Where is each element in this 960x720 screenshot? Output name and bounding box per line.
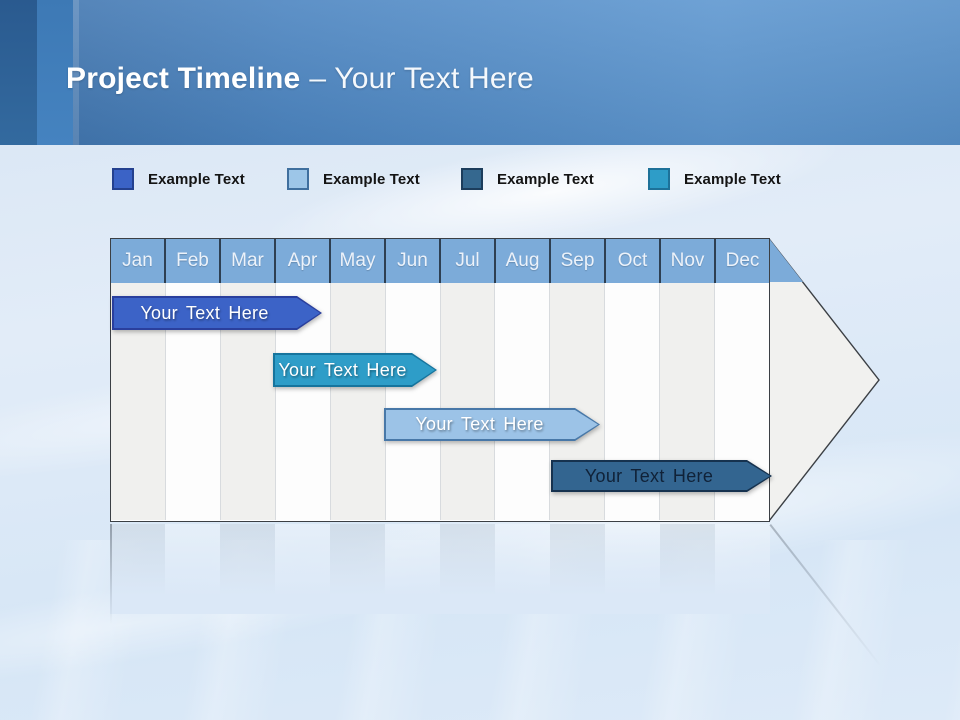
bar-label: Your Text Here	[584, 465, 714, 486]
month-cell-dec: Dec	[714, 239, 769, 283]
timeline-arrow-head	[769, 238, 880, 522]
legend-swatch-lightblue	[287, 168, 309, 190]
legend-label: Example Text	[148, 170, 245, 188]
grid-column	[329, 283, 385, 520]
timeline-bar-1: Your Text Here	[112, 296, 322, 330]
legend-swatch-darkblue	[461, 168, 483, 190]
legend-item-1: Example Text	[112, 168, 245, 190]
bar-border: Your Text Here	[112, 296, 322, 330]
bar-fill: Your Text Here	[386, 410, 598, 439]
month-header-row: Jan Feb Mar Apr May Jun Jul Aug Sep Oct …	[111, 239, 769, 283]
month-cell-nov: Nov	[659, 239, 714, 283]
bar-border: Your Text Here	[551, 460, 772, 492]
month-cell-aug: Aug	[494, 239, 549, 283]
accent-stripe-light	[73, 0, 79, 145]
timeline-bar-4: Your Text Here	[551, 460, 772, 492]
legend-item-3: Example Text	[461, 168, 594, 190]
month-cell-jul: Jul	[439, 239, 494, 283]
bar-fill: Your Text Here	[553, 462, 770, 490]
month-cell-sep: Sep	[549, 239, 604, 283]
page-title-placeholder: – Your Text Here	[309, 62, 534, 95]
legend-swatch-teal	[648, 168, 670, 190]
legend-item-2: Example Text	[287, 168, 420, 190]
legend-label: Example Text	[497, 170, 594, 188]
bar-border: Your Text Here	[384, 408, 600, 441]
legend-label: Example Text	[684, 170, 781, 188]
legend-item-4: Example Text	[648, 168, 781, 190]
bar-fill: Your Text Here	[275, 355, 435, 385]
bar-label: Your Text Here	[278, 359, 407, 380]
timeline-bar-2: Your Text Here	[273, 353, 437, 387]
bar-label: Your Text Here	[140, 302, 269, 323]
legend-label: Example Text	[323, 170, 420, 188]
grid-column	[494, 283, 550, 520]
month-cell-oct: Oct	[604, 239, 659, 283]
legend-swatch-blue	[112, 168, 134, 190]
bar-label: Your Text Here	[415, 414, 544, 434]
month-cell-may: May	[329, 239, 384, 283]
bar-border: Your Text Here	[273, 353, 437, 387]
title-band	[0, 0, 960, 145]
month-cell-feb: Feb	[164, 239, 219, 283]
bar-fill: Your Text Here	[114, 298, 320, 328]
accent-stripe-medium	[37, 0, 73, 145]
page-title: Project Timeline– Your Text Here	[66, 62, 534, 96]
month-cell-jun: Jun	[384, 239, 439, 283]
timeline-bar-3: Your Text Here	[384, 408, 600, 441]
grid-column	[384, 283, 440, 520]
table-reflection	[110, 524, 770, 614]
accent-stripe-dark	[0, 0, 37, 145]
page-title-main: Project Timeline	[66, 62, 301, 95]
table-reflection-left-edge	[110, 524, 112, 624]
grid-column	[439, 283, 495, 520]
month-cell-mar: Mar	[219, 239, 274, 283]
month-cell-apr: Apr	[274, 239, 329, 283]
arrow-reflection-edge	[769, 524, 882, 668]
month-cell-jan: Jan	[122, 250, 153, 271]
